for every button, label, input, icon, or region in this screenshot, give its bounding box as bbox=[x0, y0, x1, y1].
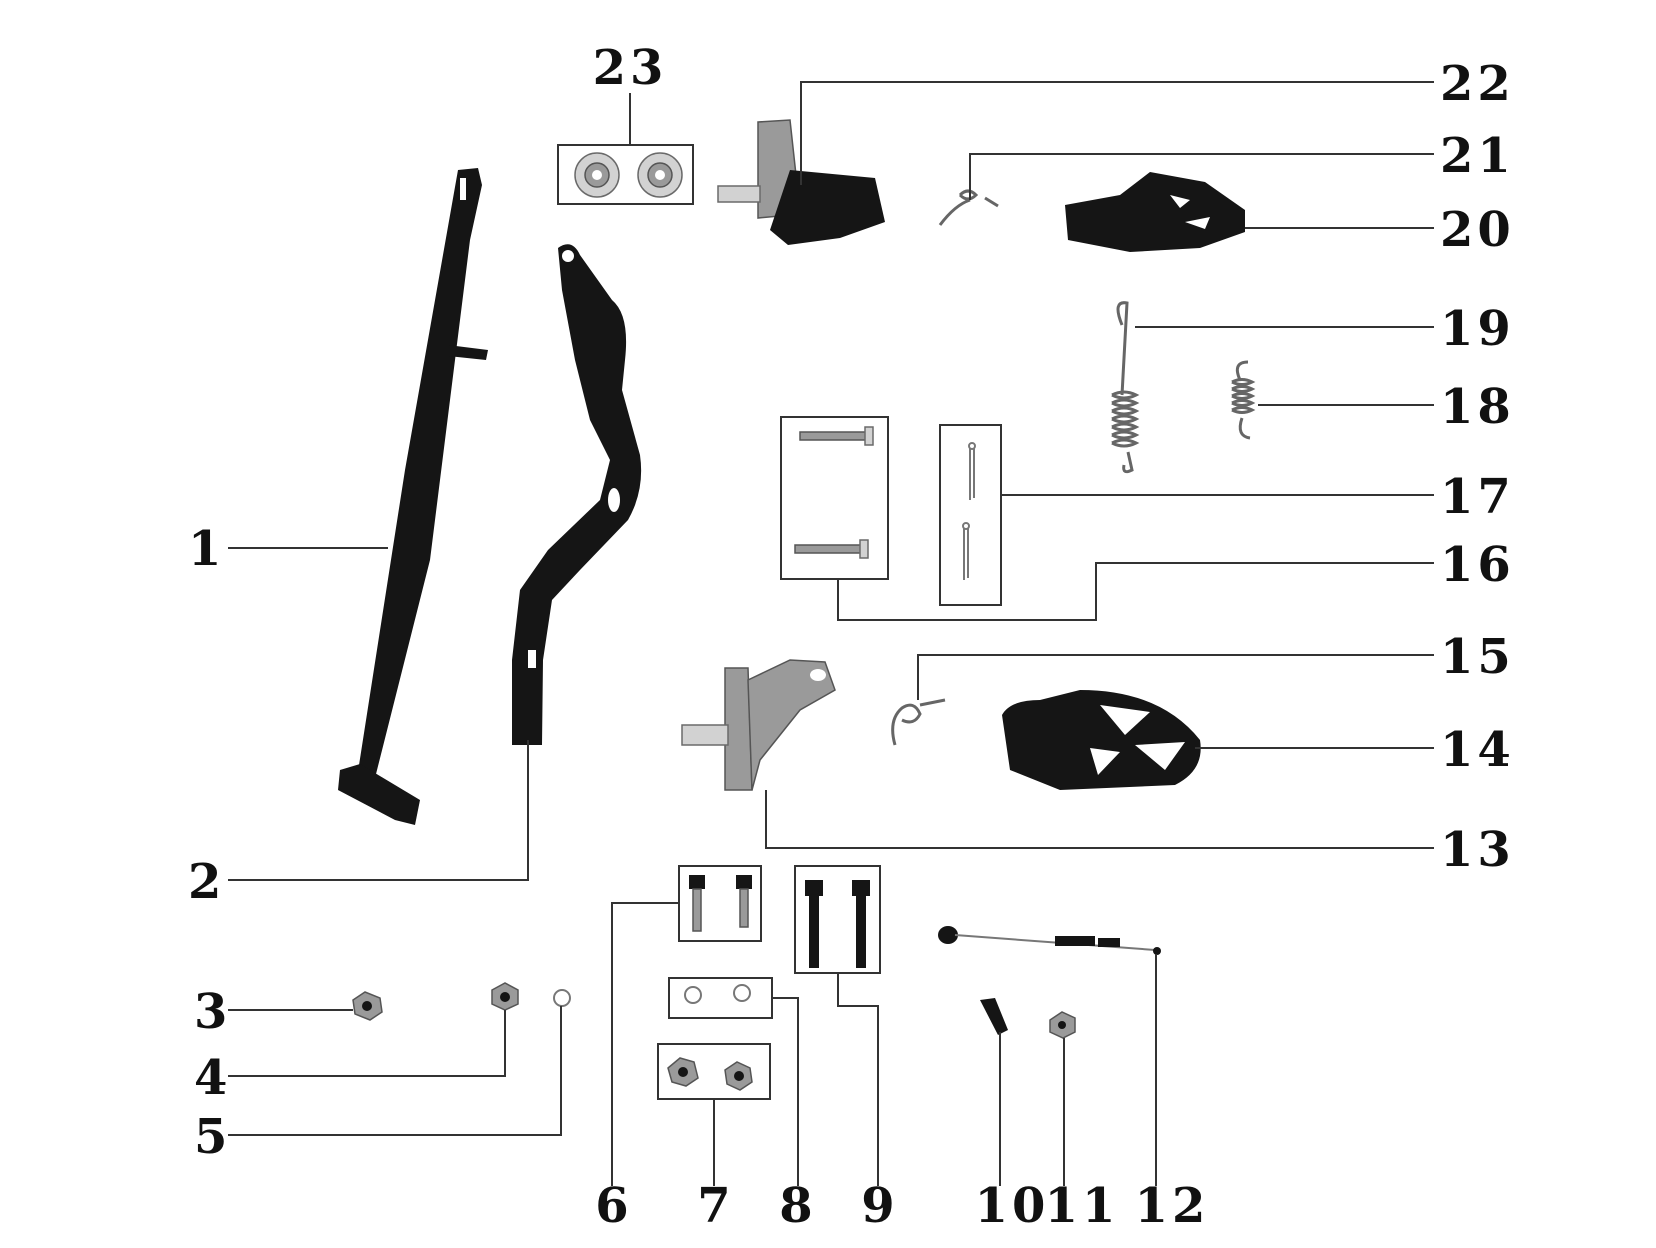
part-23-bearings bbox=[574, 152, 683, 198]
callout-22: 22 bbox=[1440, 56, 1515, 112]
leader-line-8 bbox=[772, 997, 799, 1186]
part-16-pins bbox=[794, 426, 874, 559]
part-13-footrest-bracket bbox=[681, 659, 836, 791]
part-19-long-spring bbox=[1111, 301, 1140, 474]
part-22-footrest-bracket bbox=[717, 119, 885, 245]
callout-10: 10 bbox=[975, 1178, 1050, 1234]
part-4-nut bbox=[491, 982, 519, 1011]
callout-2: 2 bbox=[188, 854, 225, 910]
callout-17: 17 bbox=[1440, 469, 1515, 525]
callout-6: 6 bbox=[595, 1178, 632, 1234]
leader-line-21 bbox=[969, 153, 1434, 200]
leader-line-22 bbox=[800, 81, 1434, 185]
callout-23: 23 bbox=[593, 40, 668, 96]
callout-12: 12 bbox=[1135, 1178, 1210, 1234]
callout-9: 9 bbox=[861, 1178, 898, 1234]
leader-line-16 bbox=[837, 562, 1434, 621]
group-box-23 bbox=[557, 144, 694, 205]
part-2-brake-pedal bbox=[512, 244, 642, 745]
part-6-bolts bbox=[689, 875, 752, 932]
leader-line-5 bbox=[228, 1006, 562, 1136]
part-1-side-stand bbox=[338, 168, 488, 825]
callout-4: 4 bbox=[194, 1050, 231, 1106]
callout-19: 19 bbox=[1440, 301, 1515, 357]
part-18-short-spring bbox=[1231, 360, 1256, 440]
leader-line-4 bbox=[228, 1010, 506, 1077]
callout-16: 16 bbox=[1440, 537, 1515, 593]
callout-13: 13 bbox=[1440, 822, 1515, 878]
callout-21: 21 bbox=[1440, 128, 1515, 184]
part-15-spring bbox=[891, 698, 946, 746]
group-box-16 bbox=[780, 416, 889, 580]
leader-line-9 bbox=[837, 973, 879, 1186]
group-box-17 bbox=[939, 424, 1002, 606]
callout-3: 3 bbox=[194, 984, 231, 1040]
callout-18: 18 bbox=[1440, 379, 1515, 435]
part-11-nut bbox=[1049, 1011, 1076, 1039]
callout-8: 8 bbox=[779, 1178, 816, 1234]
part-17-cotter-pins bbox=[962, 442, 976, 580]
part-9-bolts bbox=[805, 880, 870, 968]
callout-14: 14 bbox=[1440, 722, 1515, 778]
part-12-brake-rod bbox=[938, 926, 1161, 955]
callout-15: 15 bbox=[1440, 629, 1515, 685]
callout-7: 7 bbox=[697, 1178, 734, 1234]
part-8-washers bbox=[684, 984, 751, 1004]
part-21-spring bbox=[938, 189, 999, 226]
part-5-washer bbox=[553, 989, 571, 1007]
callout-1: 1 bbox=[188, 521, 225, 577]
leader-line-6 bbox=[611, 902, 679, 1186]
part-3-nut bbox=[352, 991, 383, 1021]
part-7-nuts bbox=[667, 1057, 753, 1091]
leader-line-15 bbox=[917, 654, 1434, 700]
callout-11: 11 bbox=[1045, 1178, 1120, 1234]
part-10-screw bbox=[980, 998, 1008, 1035]
part-20-footpeg bbox=[1065, 172, 1245, 252]
leader-line-2 bbox=[228, 740, 529, 881]
callout-20: 20 bbox=[1440, 202, 1515, 258]
part-14-footpeg bbox=[1002, 690, 1201, 790]
leader-line-13 bbox=[765, 790, 1434, 849]
group-box-8 bbox=[668, 977, 773, 1019]
callout-5: 5 bbox=[194, 1109, 231, 1165]
